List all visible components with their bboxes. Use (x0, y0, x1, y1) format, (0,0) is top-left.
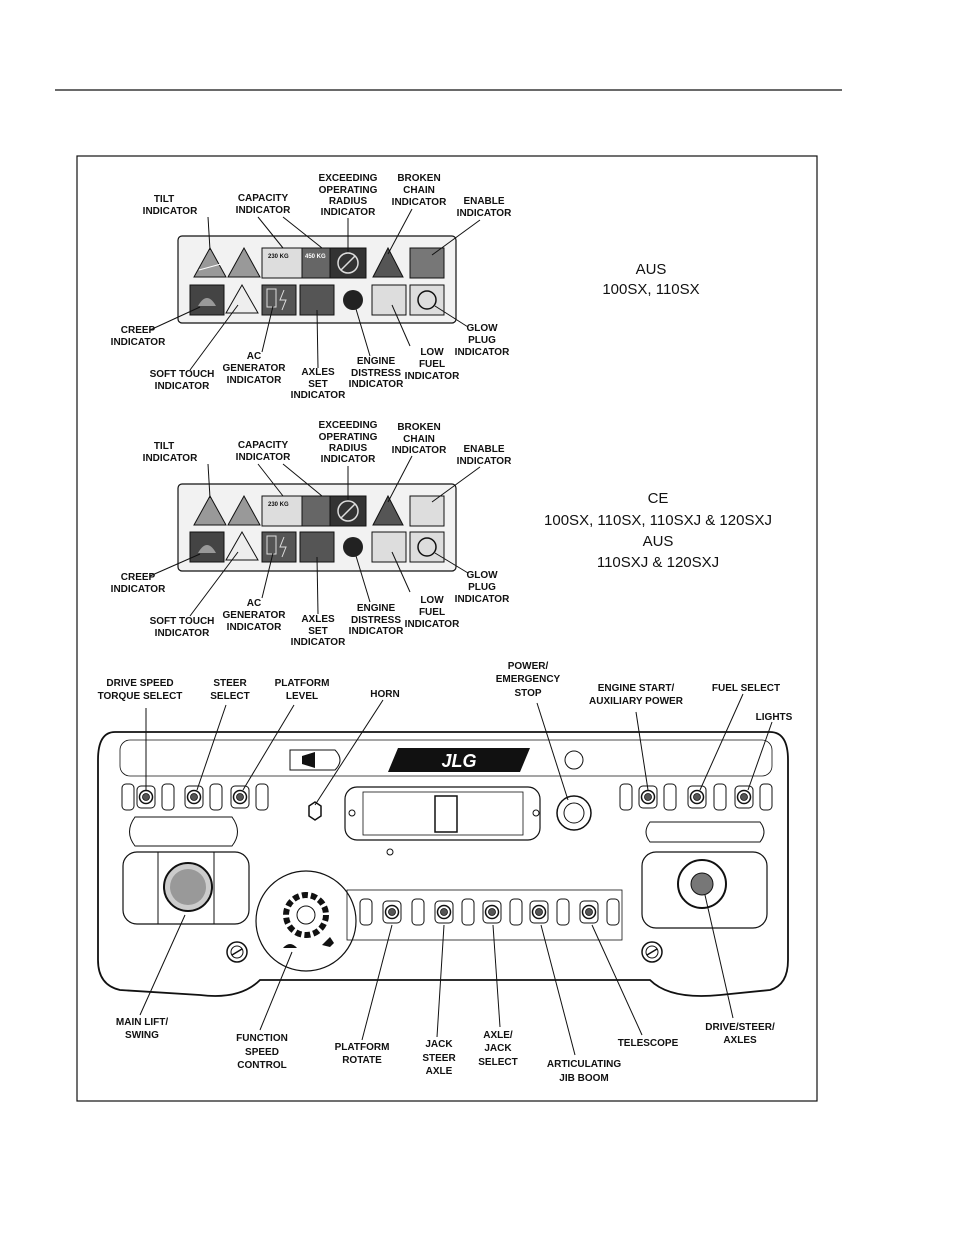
glow-plug-icon (409, 531, 445, 563)
drive-decal (645, 821, 765, 843)
creep-icon (189, 531, 225, 563)
center-display (344, 786, 541, 841)
jib-toggle[interactable] (529, 900, 549, 924)
axle-jack-toggle[interactable] (482, 900, 502, 924)
weight-230: 230 KG (268, 502, 289, 508)
ac-generator-icon (261, 284, 297, 316)
steer-select-toggle[interactable] (184, 785, 204, 809)
function-switch-panel (346, 889, 623, 941)
weight-450: 450 KG (305, 254, 326, 260)
top-strip (119, 739, 773, 777)
horn-icon (302, 752, 315, 768)
enable-icon (409, 247, 445, 279)
platform-level-toggle[interactable] (230, 785, 250, 809)
low-fuel-icon (371, 284, 407, 316)
label-fuel-select: FUEL SELECT (712, 683, 780, 694)
low-fuel-icon (371, 531, 407, 563)
display-switch[interactable] (434, 795, 458, 833)
ac-generator-icon (261, 531, 297, 563)
chain-icon (372, 246, 404, 278)
engine-icon (343, 537, 363, 557)
enable-icon (409, 495, 445, 527)
glow-plug-icon (409, 284, 445, 316)
telescope-toggle[interactable] (579, 900, 599, 924)
label-lights: LIGHTS (756, 712, 793, 723)
capacity-230-icon (261, 495, 303, 527)
platform-rotate-toggle[interactable] (382, 900, 402, 924)
lights-toggle[interactable] (734, 785, 754, 809)
console-body (97, 731, 789, 997)
label-main-lift: MAIN LIFT/SWING (116, 1017, 168, 1041)
label-telescope: TELESCOPE (618, 1038, 679, 1049)
rabbit-icon (322, 937, 334, 947)
chain-icon (372, 494, 404, 526)
label-engine-start: ENGINE START/AUXILIARY POWER (589, 683, 684, 707)
turtle-icon (283, 944, 297, 948)
soft-touch-icon (225, 530, 259, 561)
capacity-230-icon (261, 247, 303, 279)
label-drive-steer: DRIVE/STEER/AXLES (705, 1022, 775, 1046)
soft-touch-icon (225, 283, 259, 314)
figure-frame (76, 155, 818, 1102)
fuel-select-toggle[interactable] (687, 785, 707, 809)
weight-230: 230 KG (268, 254, 289, 260)
jlg-logo: JLG (388, 748, 530, 772)
tilt-icon-2 (227, 246, 261, 278)
horn-plate-icon (289, 749, 341, 771)
engine-icon (343, 290, 363, 310)
tilt-icon (193, 494, 227, 526)
drive-housing (641, 851, 768, 929)
control-console: JLG (97, 661, 793, 1084)
horn-button[interactable] (308, 801, 322, 821)
tilt-icon (193, 246, 227, 278)
tilt-icon-2 (227, 494, 261, 526)
brand-logo-text: JLG (441, 751, 476, 771)
jack-steer-toggle[interactable] (434, 900, 454, 924)
screw-left (226, 941, 248, 963)
function-speed-dial (255, 870, 357, 972)
screw-right (641, 941, 663, 963)
emergency-stop-button[interactable] (556, 795, 592, 831)
label-horn: HORN (370, 689, 399, 700)
main-lift-decal (129, 816, 238, 847)
